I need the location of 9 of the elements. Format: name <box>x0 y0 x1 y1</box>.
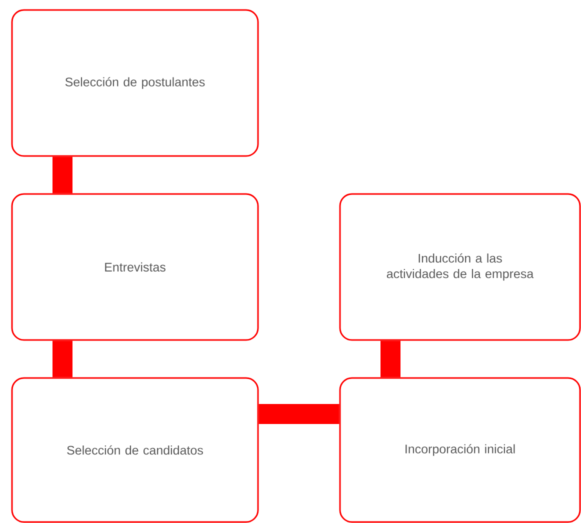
process-box: Selección de postulantes <box>11 9 259 157</box>
process-box: Entrevistas <box>11 193 259 341</box>
connector-bar <box>380 340 400 378</box>
process-box: Inducción a las actividades de la empresa <box>339 193 581 341</box>
process-box: Selección de candidatos <box>11 377 259 523</box>
connector-bar <box>52 156 72 194</box>
connector-bar <box>52 340 72 378</box>
process-box: Incorporación inicial <box>339 377 581 523</box>
connector-bar <box>258 404 340 424</box>
